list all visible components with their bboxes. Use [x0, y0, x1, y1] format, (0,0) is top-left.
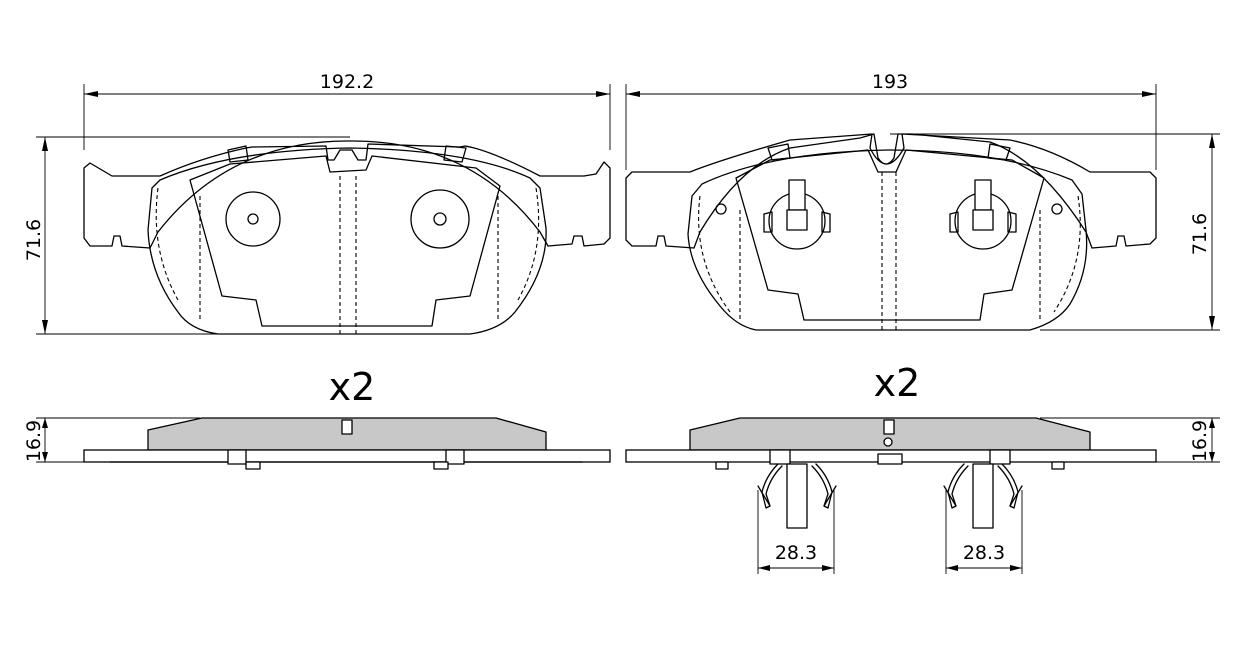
sensor-spacing-left-dimension: 28.3 [757, 490, 835, 574]
left-thickness-label: 16.9 [23, 420, 45, 462]
right-width-dimension: 193 [625, 71, 1157, 170]
right-thickness-dimension: 16.9 [1040, 417, 1220, 463]
right-clip-symbol [949, 179, 1017, 250]
sensor-spacing-right-dimension: 28.3 [945, 490, 1023, 574]
right-height-label: 71.6 [1189, 213, 1211, 255]
left-pad-side-view [83, 417, 611, 470]
left-pad-front-view [83, 140, 611, 335]
right-pad-side-view [625, 417, 1157, 529]
sensor-spacing-right-label: 28.3 [963, 542, 1005, 564]
right-height-dimension: 71.6 [890, 133, 1220, 331]
left-width-dimension: 192.2 [83, 71, 611, 150]
left-thickness-dimension: 16.9 [23, 417, 200, 463]
right-thickness-label: 16.9 [1189, 420, 1211, 462]
right-width-label: 193 [872, 71, 908, 93]
right-spring-clip [943, 463, 1023, 529]
sensor-spacing-left-label: 28.3 [775, 542, 817, 564]
left-height-label: 71.6 [23, 219, 45, 261]
left-height-dimension: 71.6 [23, 136, 350, 335]
left-quantity-label: x2 [329, 365, 376, 409]
right-quantity-label: x2 [874, 361, 921, 405]
left-spring-clip [757, 463, 837, 529]
left-width-label: 192.2 [320, 71, 374, 93]
right-pad-front-view [625, 133, 1157, 331]
left-clip-symbol [763, 179, 831, 250]
